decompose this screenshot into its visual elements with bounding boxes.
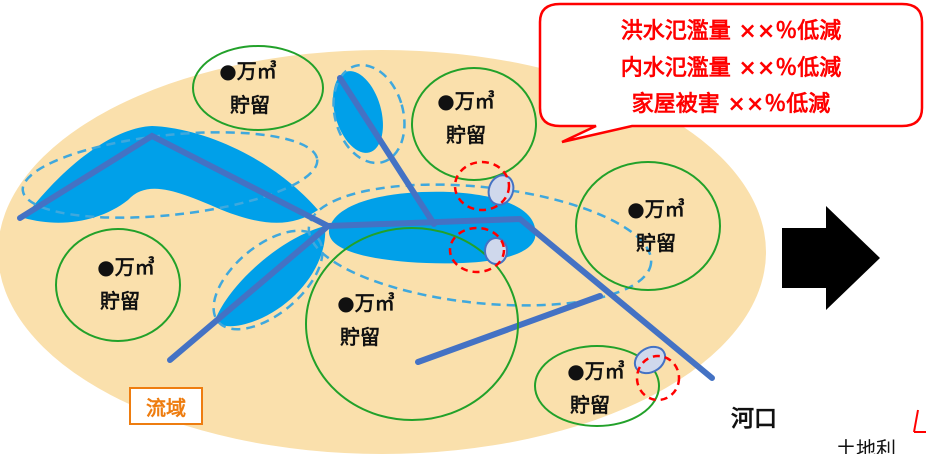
storage-zone-3 [575,161,721,291]
callout-line-3: 家屋被害 ××％低減 [632,91,831,117]
river-south-tributary [415,293,603,365]
storage-amount-1: ●万㎥ [219,59,276,83]
storage-label-1: 貯留 [230,93,270,117]
storage-label-4: 貯留 [100,289,140,313]
basin-label: 流域 [146,396,186,420]
callout-line-1: 洪水氾濫量 ××％低減 [621,19,842,44]
reservoir-ring-2 [448,226,506,274]
reservoir-ring-3 [635,354,681,402]
dashed-outline-central [307,183,653,307]
storage-amount-3: ●万㎥ [627,197,684,221]
storage-zone-5 [305,227,519,421]
cutoff-text: 土地利 [836,437,896,454]
right-arrow-icon [782,206,880,310]
storage-zone-6 [534,345,660,427]
storage-zone-2 [411,67,537,181]
basin-label-box [129,387,203,425]
storage-amount-5: ●万㎥ [337,291,394,315]
storage-amount-4: ●万㎥ [97,255,154,279]
storage-amount-6: ●万㎥ [567,359,624,383]
river-southwest-tributary [167,223,331,363]
storage-zone-1 [192,45,324,131]
storage-zone-4 [55,228,181,342]
storage-label-2: 貯留 [446,123,486,147]
cutoff-red-mark [913,409,919,433]
callout-line-2: 内水氾濫量 ××％低減 [621,56,842,81]
storage-amount-2: ●万㎥ [437,89,494,113]
river-north-tributary [337,75,437,227]
callout-bubble [538,2,924,144]
storage-label-3: 貯留 [636,231,676,255]
storage-label-5: 貯留 [340,325,380,349]
reservoir-3 [633,345,667,375]
river-mouth-label: 河口 [731,406,777,432]
dashed-outline-west [21,131,319,219]
reservoir-ring-1 [453,160,511,212]
flood-area-west [24,126,318,223]
storage-label-6: 貯留 [570,393,610,417]
